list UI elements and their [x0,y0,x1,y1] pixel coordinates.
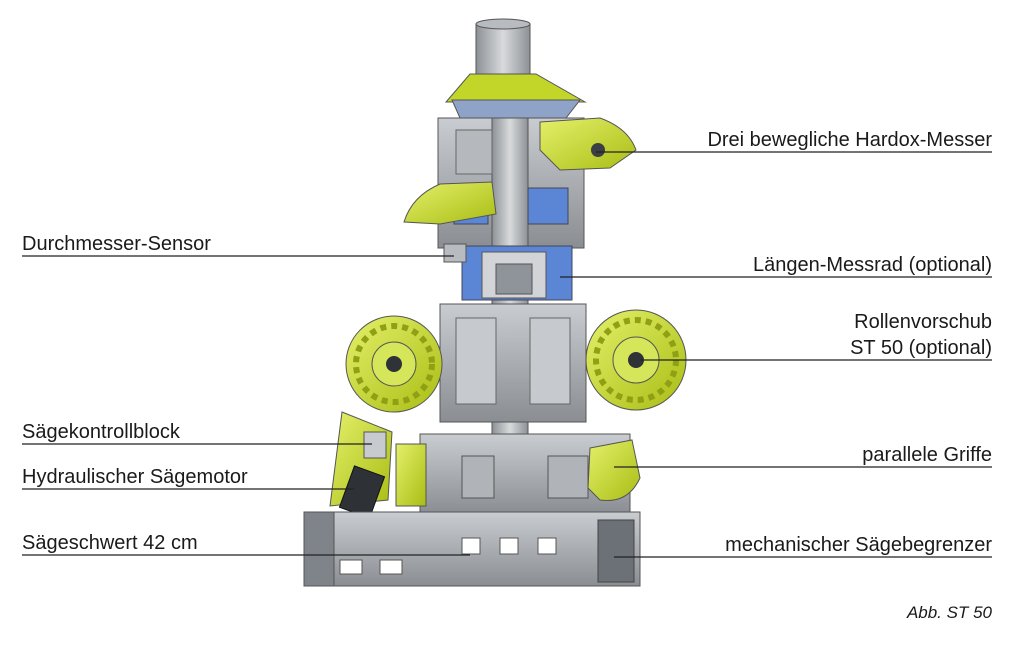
label-hydraulic-saw-motor: Hydraulischer Sägemotor [22,466,248,488]
label-roller-feed-line1: Rollenvorschub [854,311,992,333]
hardox-knife-right [539,117,637,171]
leader-lines [22,151,992,558]
label-parallel-grips: parallele Griffe [862,444,992,466]
label-saw-bar: Sägeschwert 42 cm [22,532,198,554]
middle-housing [439,303,587,423]
label-saw-limiter: mechanischer Sägebegrenzer [725,534,992,556]
parallel-grips [587,439,641,502]
saw-box [303,511,641,587]
label-diameter-sensor: Durchmesser-Sensor [22,233,211,255]
diameter-sensor [443,243,467,263]
figure-caption: Abb. ST 50 [906,603,992,622]
length-measuring-wheel [461,245,573,301]
feed-roller-right [585,309,687,411]
rotator-mount [444,18,587,119]
label-hardox-knives: Drei bewegliche Hardox-Messer [707,129,992,151]
feed-roller-left [345,315,443,413]
label-length-wheel: Längen-Messrad (optional) [752,254,992,276]
hydraulic-saw-motor [338,443,427,519]
hardox-knife-left [403,181,497,225]
label-saw-control-block: Sägekontrollblock [22,421,180,443]
label-roller-feed-line2: ST 50 (optional) [850,337,992,359]
